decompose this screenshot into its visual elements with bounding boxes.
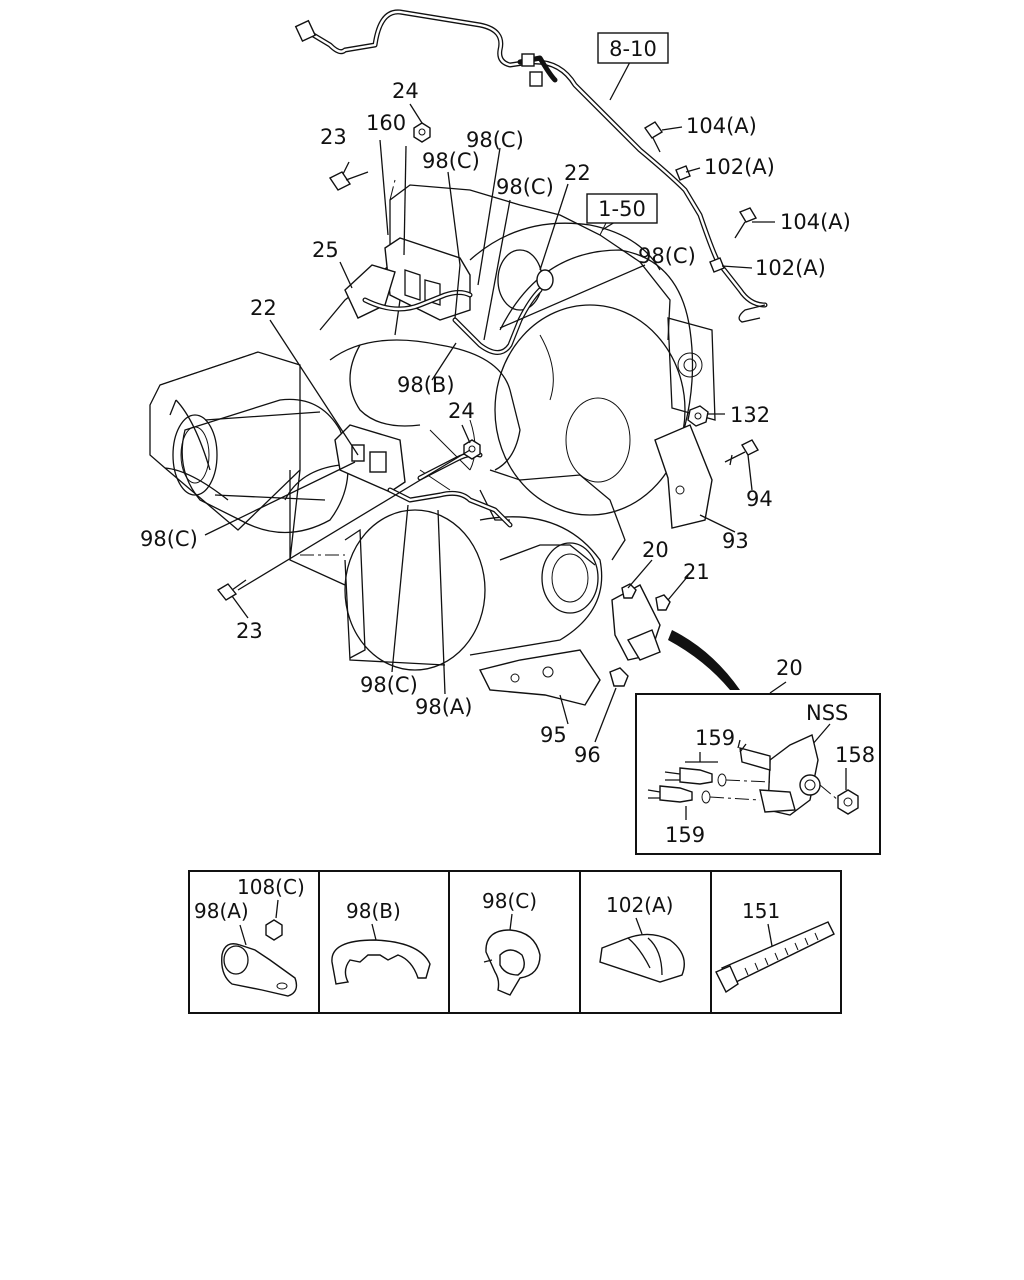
label-95: 95 <box>540 723 567 747</box>
label-24: 24 <box>392 79 419 103</box>
label-23: 23 <box>320 125 347 149</box>
nut-132 <box>687 405 709 427</box>
wire-harness-top <box>294 9 768 323</box>
legend-label-151: 151 <box>742 899 780 923</box>
label-98c: 98(C) <box>422 149 480 173</box>
label-98c: 98(C) <box>466 128 524 152</box>
detail-pointer-arrow <box>668 630 740 690</box>
label-98a: 98(A) <box>415 695 472 719</box>
label-ref-1-50: 1-50 <box>598 197 646 221</box>
label-22: 22 <box>564 161 591 185</box>
pressure-sensor-mount <box>611 583 671 661</box>
label-21: 21 <box>683 560 710 584</box>
bracket-93 <box>654 424 759 529</box>
fasteners-top-right <box>643 121 758 273</box>
label-104a: 104(A) <box>686 114 757 138</box>
legend-cell-98c: 98(C) <box>482 889 541 996</box>
leader-lines <box>204 61 775 743</box>
legend-label-98b: 98(B) <box>346 899 401 923</box>
detail-frame <box>635 693 881 855</box>
label-96: 96 <box>574 743 601 767</box>
legend-label-98c: 98(C) <box>482 889 537 913</box>
clip-legend: 108(C) 98(A) 98(B) 98(C) 102(A) <box>188 870 842 1014</box>
legend-label-98a: 98(A) <box>194 899 249 923</box>
label-24: 24 <box>448 399 475 423</box>
label-104a: 104(A) <box>780 210 851 234</box>
label-159: 159 <box>695 726 735 750</box>
legend-label-108c: 108(C) <box>237 875 305 899</box>
label-132: 132 <box>730 403 770 427</box>
label-22: 22 <box>250 296 277 320</box>
label-98c: 98(C) <box>638 244 696 268</box>
label-ref-8-10: 8-10 <box>609 37 657 61</box>
label-98c: 98(C) <box>140 527 198 551</box>
legend-cell-98a: 108(C) 98(A) <box>194 875 305 997</box>
label-102a: 102(A) <box>755 256 826 280</box>
relay-bracket-top <box>344 237 554 355</box>
engine-assembly-art <box>149 179 716 671</box>
label-94: 94 <box>746 487 773 511</box>
label-93: 93 <box>722 529 749 553</box>
label-23: 23 <box>236 619 263 643</box>
label-98b: 98(B) <box>397 373 455 397</box>
callout-labels: 8-10 1-50 104(A) 102(A) 104(A) 102(A) 98… <box>140 37 851 767</box>
label-98c: 98(C) <box>360 673 418 697</box>
ref-box-8-10 <box>597 32 669 64</box>
label-158: 158 <box>835 743 875 767</box>
label-102a: 102(A) <box>704 155 775 179</box>
label-nss: NSS <box>806 701 848 725</box>
legend-cell-98b: 98(B) <box>331 899 431 985</box>
legend-cell-151: 151 <box>715 899 835 994</box>
bolts-23 <box>216 171 369 601</box>
detail-inset-20: 20 NSS 159 158 159 <box>635 656 881 855</box>
label-detail-20: 20 <box>776 656 803 680</box>
label-25: 25 <box>312 238 339 262</box>
ref-box-1-50 <box>586 193 658 224</box>
legend-frame <box>188 870 842 1014</box>
legend-label-102a: 102(A) <box>606 893 673 917</box>
label-98c: 98(C) <box>496 175 554 199</box>
legend-cell-102a: 102(A) <box>599 893 685 983</box>
bracket-95 <box>478 649 629 706</box>
label-159: 159 <box>665 823 705 847</box>
label-20: 20 <box>642 538 669 562</box>
label-160: 160 <box>366 111 406 135</box>
